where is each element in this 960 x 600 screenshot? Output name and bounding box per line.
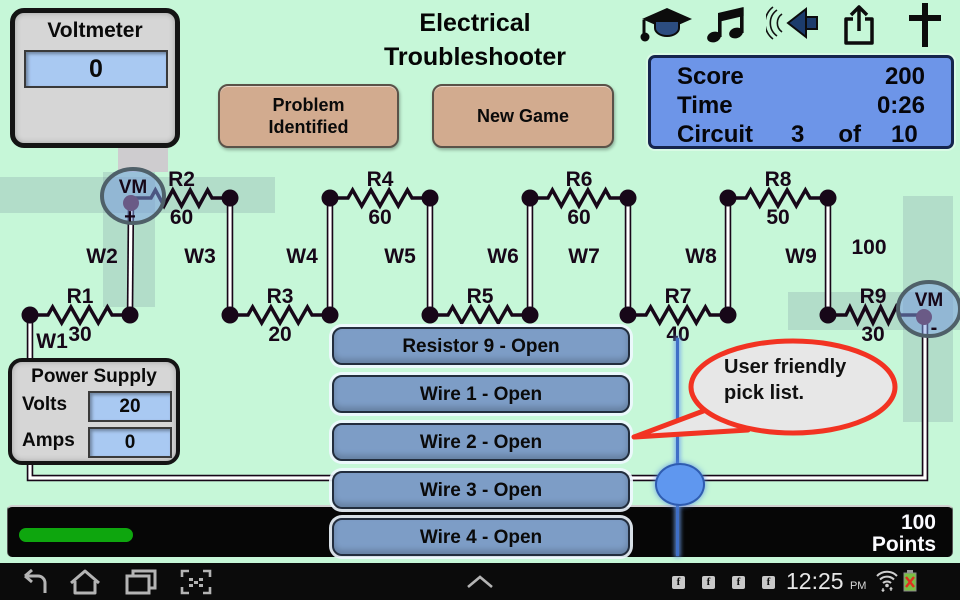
svg-text:W9: W9 [785, 245, 817, 268]
circuit-number: 3 [791, 121, 805, 148]
power-supply-panel: Power Supply Volts 20 Amps 0 [8, 358, 180, 465]
points-value: 100 [900, 511, 936, 534]
pointer-handle[interactable] [655, 463, 705, 506]
svg-text:100: 100 [851, 236, 886, 259]
svg-text:W4: W4 [286, 245, 318, 268]
svg-text:60: 60 [170, 206, 193, 229]
recent-apps-icon[interactable] [124, 569, 158, 595]
status-clock[interactable]: 12:25 PM [786, 568, 867, 594]
pick-list-item-wire2[interactable]: Wire 2 - Open [332, 423, 630, 461]
svg-text:50: 50 [766, 206, 789, 229]
svg-text:W1: W1 [36, 330, 68, 353]
expand-chevron-icon[interactable] [466, 575, 494, 589]
score-panel: Score 200 Time 0:26 Circuit 3 of 10 [648, 55, 954, 149]
svg-text:20: 20 [268, 323, 291, 346]
music-note-icon[interactable] [705, 4, 749, 44]
new-game-button[interactable]: New Game [432, 84, 614, 148]
circuit-row: Circuit 3 of 10 [677, 120, 925, 149]
svg-text:R6: R6 [566, 168, 593, 191]
wifi-icon [876, 570, 898, 592]
svg-text:W5: W5 [384, 245, 416, 268]
svg-text:W3: W3 [184, 245, 216, 268]
pick-list-item-wire3[interactable]: Wire 3 - Open [332, 471, 630, 509]
svg-text:W7: W7 [568, 245, 600, 268]
svg-text:VM: VM [915, 290, 944, 311]
amps-label: Amps [22, 430, 75, 451]
pick-list-item-wire1[interactable]: Wire 1 - Open [332, 375, 630, 413]
svg-text:R8: R8 [765, 168, 792, 191]
svg-text:W2: W2 [86, 245, 118, 268]
amps-field[interactable]: 0 [88, 427, 172, 458]
circuit-total: 10 [891, 121, 918, 148]
score-label: Score [677, 63, 744, 90]
graduation-cap-icon[interactable] [640, 6, 694, 46]
progress-bar [19, 528, 133, 542]
pointer-line [676, 338, 679, 556]
time-value: 0:26 [876, 92, 925, 119]
power-supply-title: Power Supply [31, 366, 157, 387]
points-text: 100 Points [872, 512, 936, 556]
svg-text:R1: R1 [67, 285, 94, 308]
svg-text:R9: R9 [860, 285, 887, 308]
svg-text:W8: W8 [685, 245, 717, 268]
back-icon[interactable] [18, 569, 48, 595]
svg-text:30: 30 [68, 323, 91, 346]
circuit-label: Circuit [677, 121, 754, 148]
circuit-of: of [838, 121, 862, 148]
callout-bubble: User friendly pick list. [630, 338, 960, 458]
points-label: Points [871, 533, 936, 556]
points-bar: 100 Points [7, 505, 953, 557]
facebook-notification-icon[interactable]: f [702, 576, 715, 589]
score-row: Score 200 [677, 62, 925, 91]
voltmeter-display: 0 [24, 50, 168, 88]
svg-text:60: 60 [567, 206, 590, 229]
voltmeter-title: Voltmeter [47, 19, 143, 42]
time-row: Time 0:26 [677, 91, 925, 120]
voltmeter-panel: Voltmeter 0 [10, 8, 180, 148]
page-title: Electrical Troubleshooter [384, 9, 566, 71]
svg-text:+: + [124, 206, 136, 228]
pick-list-item-wire4[interactable]: Wire 4 - Open [332, 518, 630, 556]
svg-text:R5: R5 [467, 285, 494, 308]
facebook-notification-icon[interactable]: f [762, 576, 775, 589]
svg-text:30: 30 [861, 323, 884, 346]
home-icon[interactable] [68, 569, 102, 595]
svg-text:R3: R3 [267, 285, 294, 308]
pick-list-item-resistor9[interactable]: Resistor 9 - Open [332, 327, 630, 365]
svg-text:60: 60 [368, 206, 391, 229]
svg-text:VM: VM [119, 177, 148, 198]
svg-text:-: - [931, 317, 938, 339]
volts-field[interactable]: 20 [88, 391, 172, 422]
navigation-bar: f f f f 12:25 PM [0, 563, 960, 600]
volts-label: Volts [22, 394, 68, 415]
screenshot-icon[interactable] [180, 569, 212, 595]
svg-text:R7: R7 [665, 285, 692, 308]
svg-text:W6: W6 [487, 245, 519, 268]
battery-icon [903, 570, 917, 592]
svg-text:R2: R2 [168, 168, 195, 191]
problem-identified-button[interactable]: Problem Identified [218, 84, 399, 148]
svg-text:40: 40 [666, 323, 689, 346]
callout-text: User friendly pick list. [724, 356, 847, 404]
share-icon[interactable] [842, 4, 876, 46]
facebook-notification-icon[interactable]: f [672, 576, 685, 589]
svg-text:R4: R4 [367, 168, 394, 191]
score-value: 200 [884, 63, 925, 90]
cross-icon[interactable] [905, 2, 945, 48]
facebook-notification-icon[interactable]: f [732, 576, 745, 589]
speaker-icon[interactable] [766, 6, 820, 40]
time-label: Time [677, 92, 733, 119]
